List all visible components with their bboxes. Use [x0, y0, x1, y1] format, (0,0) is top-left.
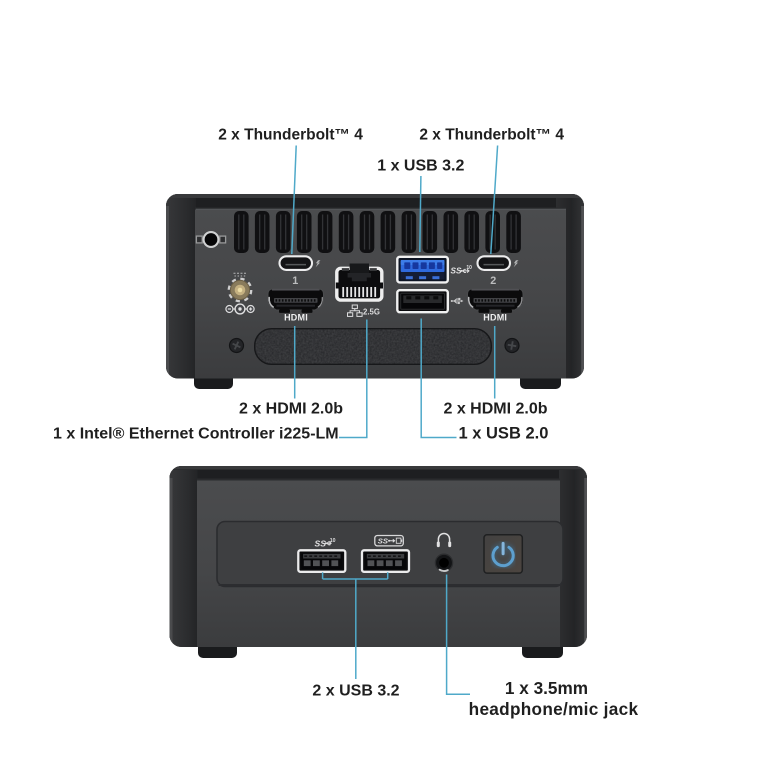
svg-text:10: 10 — [330, 538, 336, 544]
svg-text:SS: SS — [451, 267, 462, 276]
svg-text:2 x HDMI 2.0b: 2 x HDMI 2.0b — [239, 401, 343, 418]
svg-text:HDMI: HDMI — [284, 312, 308, 322]
svg-text:2 x Thunderbolt™ 4: 2 x Thunderbolt™ 4 — [218, 127, 363, 144]
svg-text:1: 1 — [292, 275, 298, 287]
svg-text:SS: SS — [315, 539, 327, 549]
svg-text:headphone/mic jack: headphone/mic jack — [469, 699, 639, 719]
svg-text:2: 2 — [490, 275, 496, 287]
svg-text:HDMI: HDMI — [483, 312, 507, 322]
svg-text:2.5G: 2.5G — [363, 308, 380, 317]
svg-text:SS: SS — [378, 537, 388, 546]
svg-text:10: 10 — [466, 265, 472, 271]
svg-text:2 x Thunderbolt™ 4: 2 x Thunderbolt™ 4 — [419, 127, 564, 144]
svg-text:1 x 3.5mm: 1 x 3.5mm — [505, 678, 588, 698]
svg-text:1 x USB 3.2: 1 x USB 3.2 — [377, 158, 464, 175]
svg-text:1 x Intel® Ethernet Controller: 1 x Intel® Ethernet Controller i225-LM — [53, 426, 339, 443]
svg-text:1 x USB 2.0: 1 x USB 2.0 — [459, 425, 549, 443]
svg-text:2 x USB 3.2: 2 x USB 3.2 — [312, 683, 399, 700]
svg-text:2 x HDMI 2.0b: 2 x HDMI 2.0b — [443, 401, 547, 418]
